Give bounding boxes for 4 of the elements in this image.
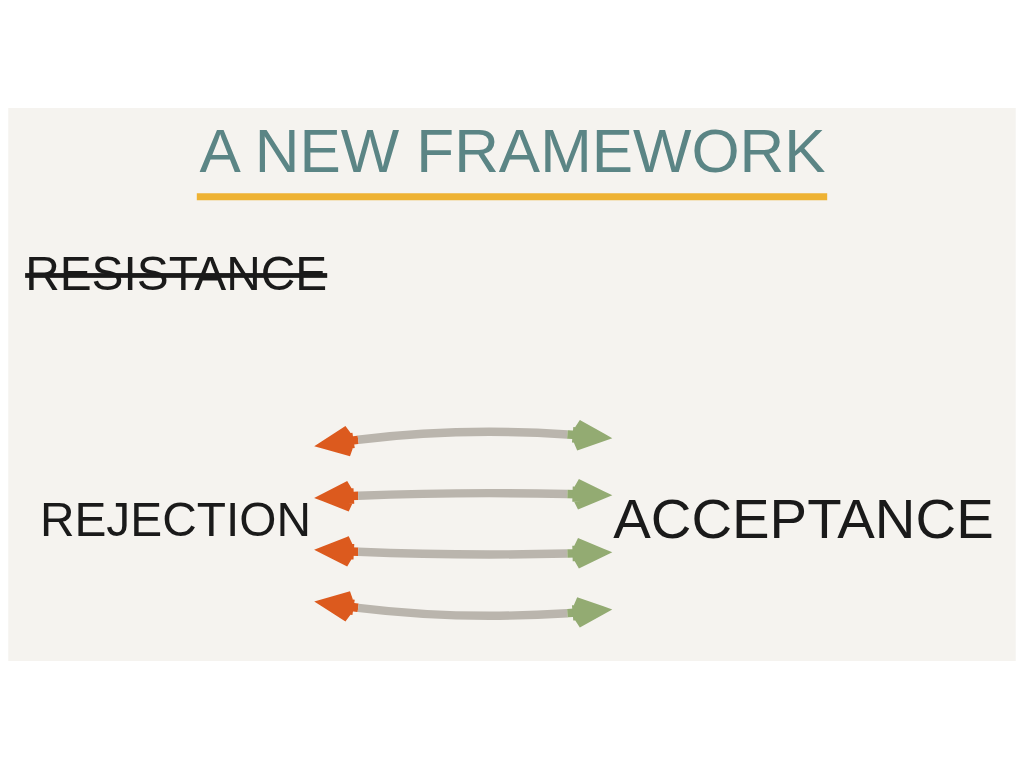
node-text: REJECTION [39,492,311,546]
label: RESISTANCE [25,246,328,300]
node-text: ACCEPTANCE [613,486,994,550]
diagram-title: A NEW FRAMEWORK [199,115,826,185]
